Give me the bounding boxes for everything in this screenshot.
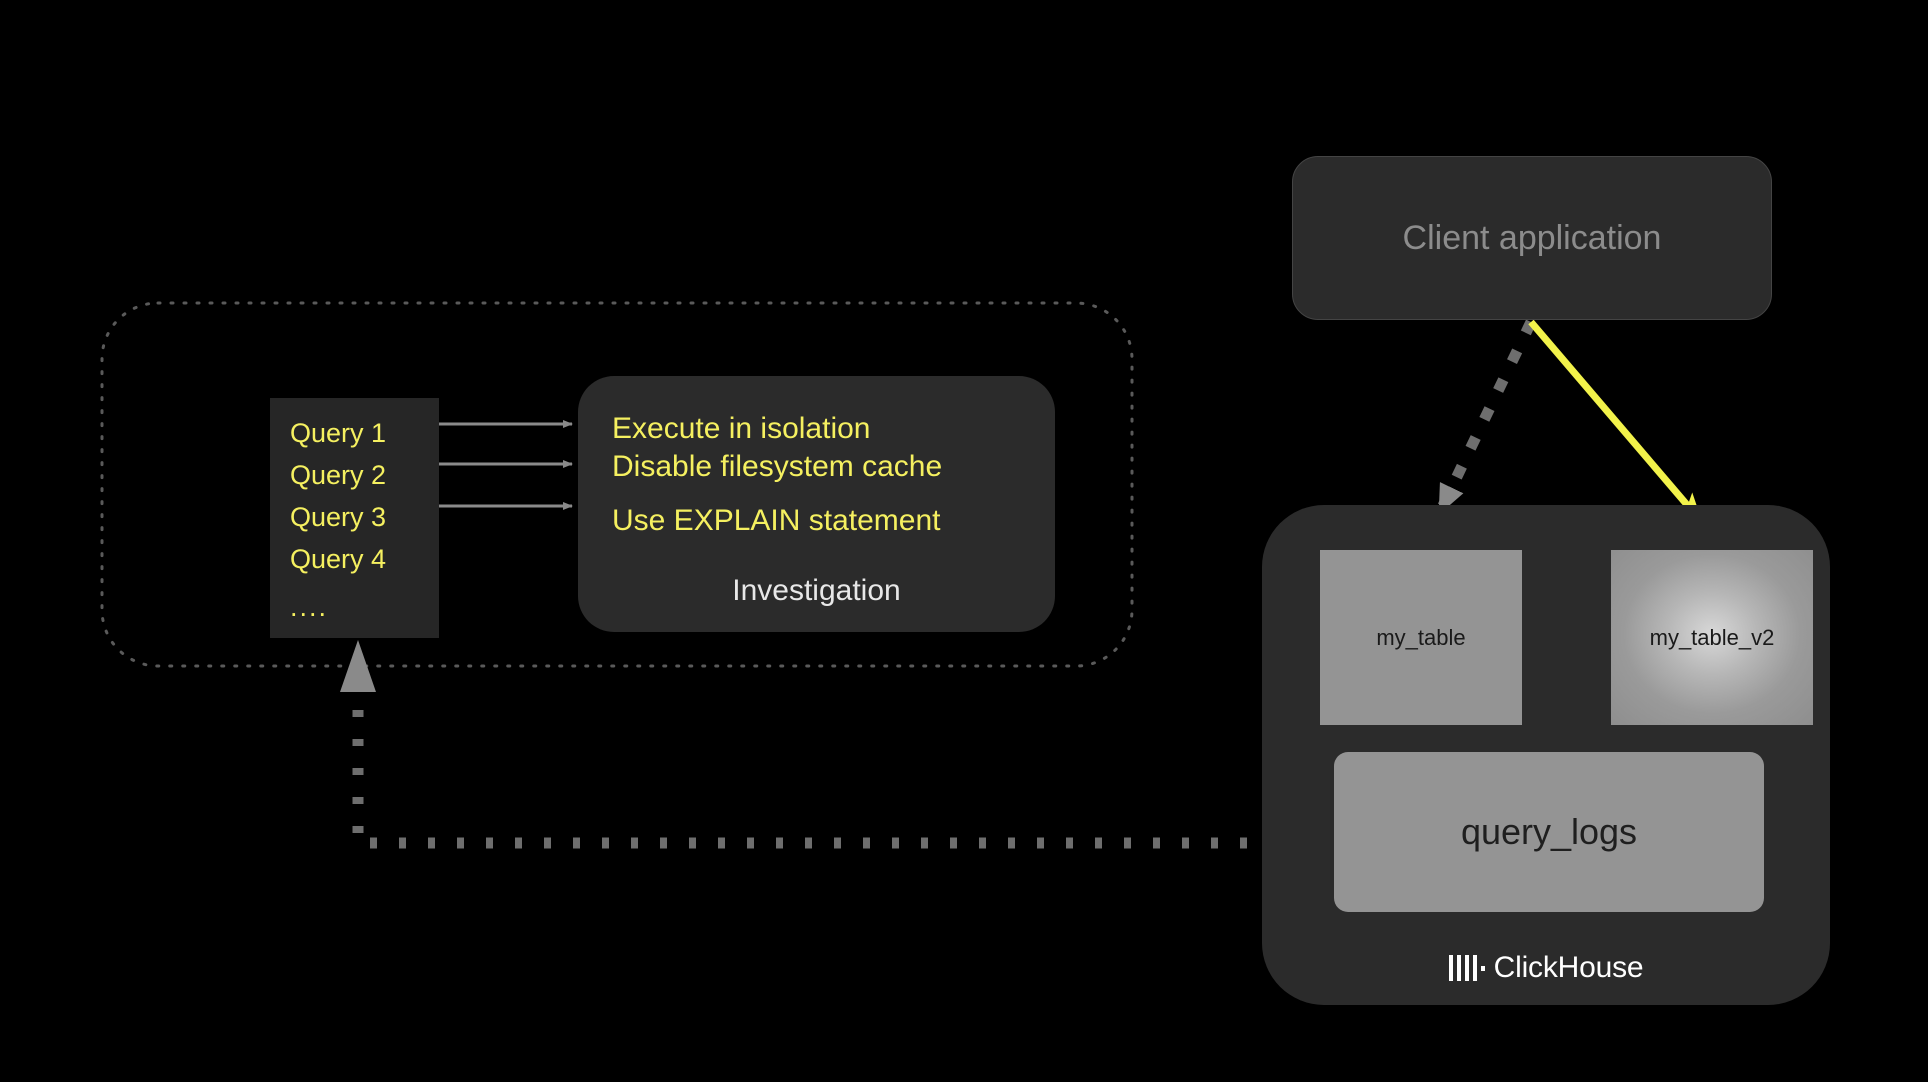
logo-bar bbox=[1464, 955, 1469, 981]
investigation-panel: Execute in isolation Disable filesystem … bbox=[578, 376, 1055, 632]
logo-dot bbox=[1480, 966, 1485, 971]
investigation-line-2: Disable filesystem cache bbox=[612, 450, 943, 483]
investigation-line-1: Execute in isolation bbox=[612, 412, 871, 445]
list-item[interactable]: Query 3 bbox=[290, 502, 387, 532]
arrow-query-logs-to-query-list-head bbox=[340, 640, 376, 692]
clickhouse-brand-name: ClickHouse bbox=[1493, 951, 1644, 984]
list-item[interactable]: Query 4 bbox=[290, 544, 387, 574]
table-my-table-v2-label: my_table_v2 bbox=[1649, 624, 1775, 650]
list-item-ellipsis: .... bbox=[290, 592, 329, 622]
clickhouse-node: my_table my_table_v2 query_logs ClickHou… bbox=[1262, 505, 1830, 1005]
arrow-client-to-my-table bbox=[1435, 319, 1536, 515]
investigation-title: Investigation bbox=[732, 574, 901, 607]
clickhouse-logo-icon bbox=[1448, 955, 1485, 981]
logo-bar bbox=[1456, 955, 1461, 981]
clickhouse-logo: ClickHouse bbox=[1262, 951, 1830, 985]
query-logs-label: query_logs bbox=[1460, 811, 1638, 852]
list-item[interactable]: Query 2 bbox=[290, 460, 387, 490]
client-application-node: Client application bbox=[1292, 156, 1772, 320]
list-item[interactable]: Query 1 bbox=[290, 418, 387, 448]
table-my-table: my_table bbox=[1320, 550, 1522, 725]
logo-bar bbox=[1448, 955, 1453, 981]
query-list: Query 1 Query 2 Query 3 Query 4 .... bbox=[270, 398, 439, 638]
client-application-label: Client application bbox=[1402, 218, 1662, 257]
table-my-table-label: my_table bbox=[1376, 624, 1466, 650]
investigation-line-3: Use EXPLAIN statement bbox=[612, 504, 941, 537]
spacer bbox=[612, 486, 1055, 502]
logo-bar bbox=[1472, 955, 1477, 981]
arrow-client-to-my-table-v2 bbox=[1528, 319, 1703, 524]
table-my-table-v2: my_table_v2 bbox=[1611, 550, 1813, 725]
arrow-query-logs-to-query-list bbox=[352, 670, 1334, 849]
query-logs-table: query_logs bbox=[1334, 752, 1764, 912]
